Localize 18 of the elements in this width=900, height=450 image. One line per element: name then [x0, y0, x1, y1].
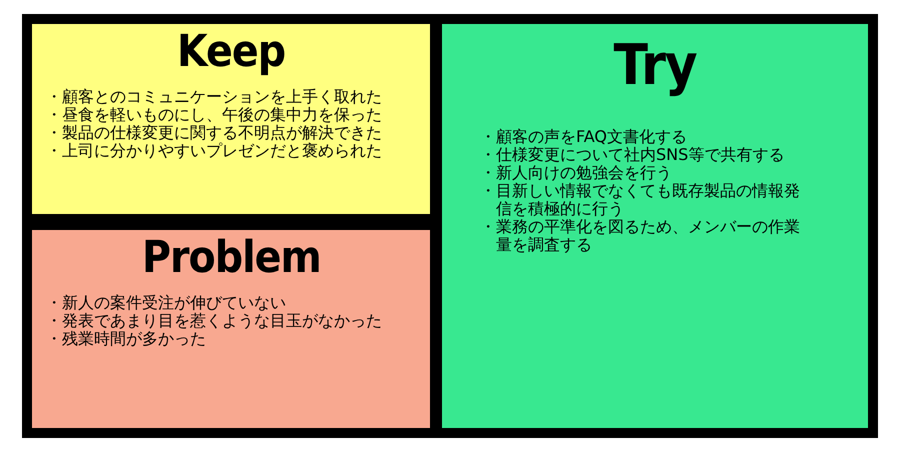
bullet-item: ・仕様変更について社内SNS等で共有する	[480, 146, 786, 164]
bullet-item: ・業務の平準化を図るため、メンバーの作業量を調査する	[480, 218, 801, 254]
bullet-item: ・顧客とのコミュニケーションを上手く取れた	[46, 88, 383, 106]
bullet-item: ・顧客の声をFAQ文書化する	[480, 128, 688, 146]
bullet-item: ・発表であまり目を惹くような目玉がなかった	[46, 312, 383, 330]
bullet-item: ・新人の案件受注が伸びていない	[46, 294, 287, 312]
bullet-item: ・上司に分かりやすいプレゼンだと褒められた	[46, 142, 383, 160]
bullet-item: ・新人向けの勉強会を行う	[480, 164, 673, 182]
retrospective-panel	[442, 24, 868, 428]
panel-heading: Problem	[142, 236, 320, 280]
retrospective-panel	[32, 230, 430, 428]
panel-heading: Keep	[176, 30, 286, 74]
bullet-item: ・目新しい情報でなくても既存製品の情報発信を積極的に行う	[480, 182, 801, 218]
bullet-item: ・昼食を軽いものにし、午後の集中力を保った	[46, 106, 383, 124]
bullet-item: ・製品の仕様変更に関する不明点が解決できた	[46, 124, 383, 142]
panel-heading: Try	[614, 38, 696, 94]
bullet-item: ・残業時間が多かった	[46, 330, 207, 348]
retrospective-panel	[32, 24, 430, 214]
